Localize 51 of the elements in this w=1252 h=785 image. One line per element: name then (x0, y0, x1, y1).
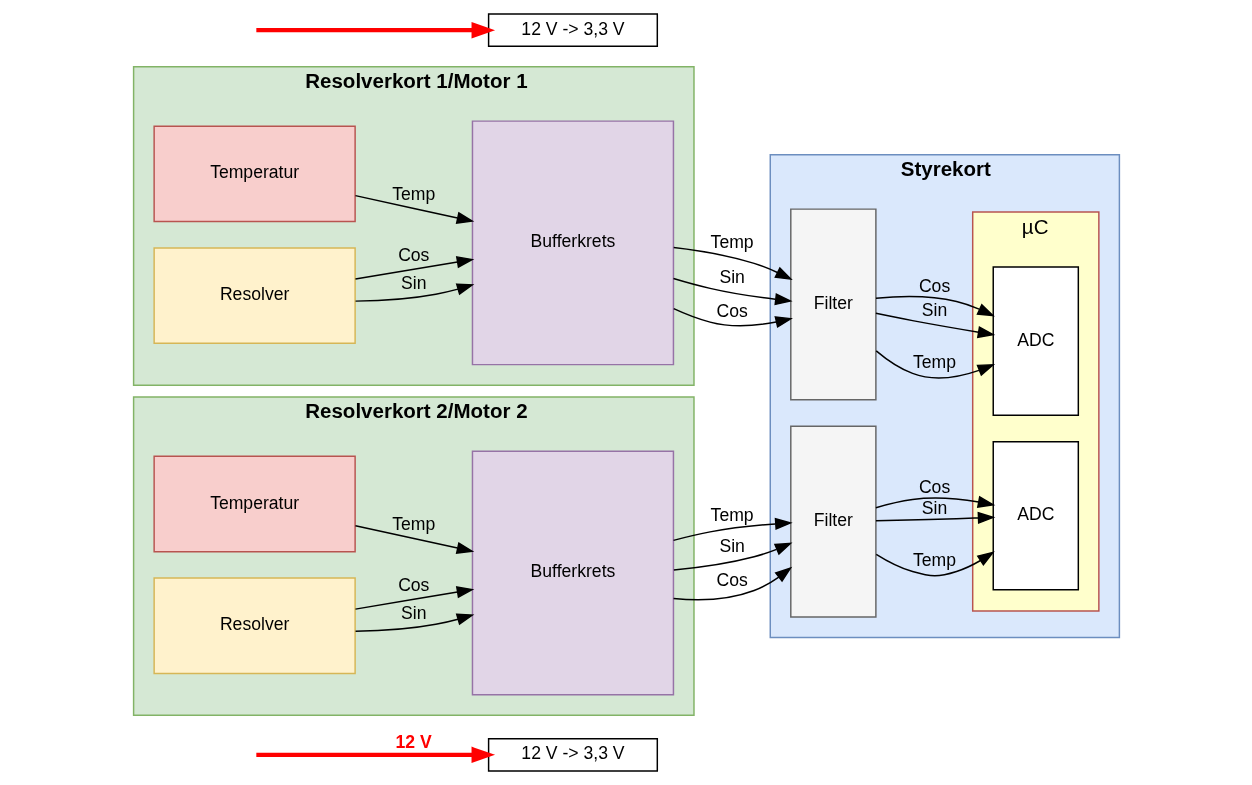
edge-label: Temp (391, 183, 435, 204)
arrow (354, 613, 474, 632)
edge-label: Temp (391, 513, 435, 534)
node-box: 12 V -> 3,3 V (487, 13, 658, 48)
edge-label: Temp (710, 505, 754, 526)
node-box: Filter (789, 425, 877, 618)
edge-label: Temp (912, 352, 956, 373)
arrow (672, 542, 792, 571)
arrow (672, 277, 793, 306)
node-box: Resolver (152, 577, 356, 675)
edge-label: Cos (715, 301, 748, 322)
node-box: Bufferkrets (471, 450, 674, 696)
edge-label: Temp (912, 550, 956, 571)
arrow (255, 746, 495, 764)
arrow (672, 517, 793, 542)
arrow (672, 307, 793, 329)
edge-label: Cos (397, 245, 429, 266)
edge-label: Cos (918, 276, 950, 297)
edge-label: Sin (718, 267, 745, 288)
arrow (255, 21, 495, 39)
node-box: ADC (992, 266, 1079, 416)
node-box: Filter (789, 208, 877, 401)
edge-label: Temp (710, 232, 754, 253)
arrow (354, 255, 474, 280)
node-box: 12 V -> 3,3 V (487, 737, 658, 772)
arrow (874, 295, 995, 317)
edge-label: Sin (718, 535, 745, 556)
node-box: Resolver (152, 247, 356, 345)
arrow (672, 566, 792, 601)
arrow (354, 524, 474, 554)
arrow (354, 586, 474, 610)
arrow (874, 495, 995, 509)
arrow (875, 551, 995, 577)
edge-label: Sin (921, 299, 947, 320)
arrow (874, 312, 995, 339)
arrow (874, 511, 995, 525)
arrow (354, 283, 474, 302)
edge-label: Sin (400, 273, 427, 294)
edge-label: Sin (921, 497, 947, 518)
node-box: Temperatur (152, 455, 356, 553)
edge-label: Cos (715, 569, 748, 590)
edge-label: Cos (918, 477, 950, 498)
edge-label: Cos (397, 575, 429, 596)
arrow (672, 246, 793, 281)
edge-label: 12 V (394, 732, 432, 753)
arrow (354, 194, 474, 224)
edge-label: Sin (400, 603, 427, 624)
node-box: Temperatur (152, 125, 356, 223)
node-box: ADC (992, 440, 1079, 591)
node-box: Bufferkrets (471, 120, 674, 366)
arrow (875, 350, 995, 379)
